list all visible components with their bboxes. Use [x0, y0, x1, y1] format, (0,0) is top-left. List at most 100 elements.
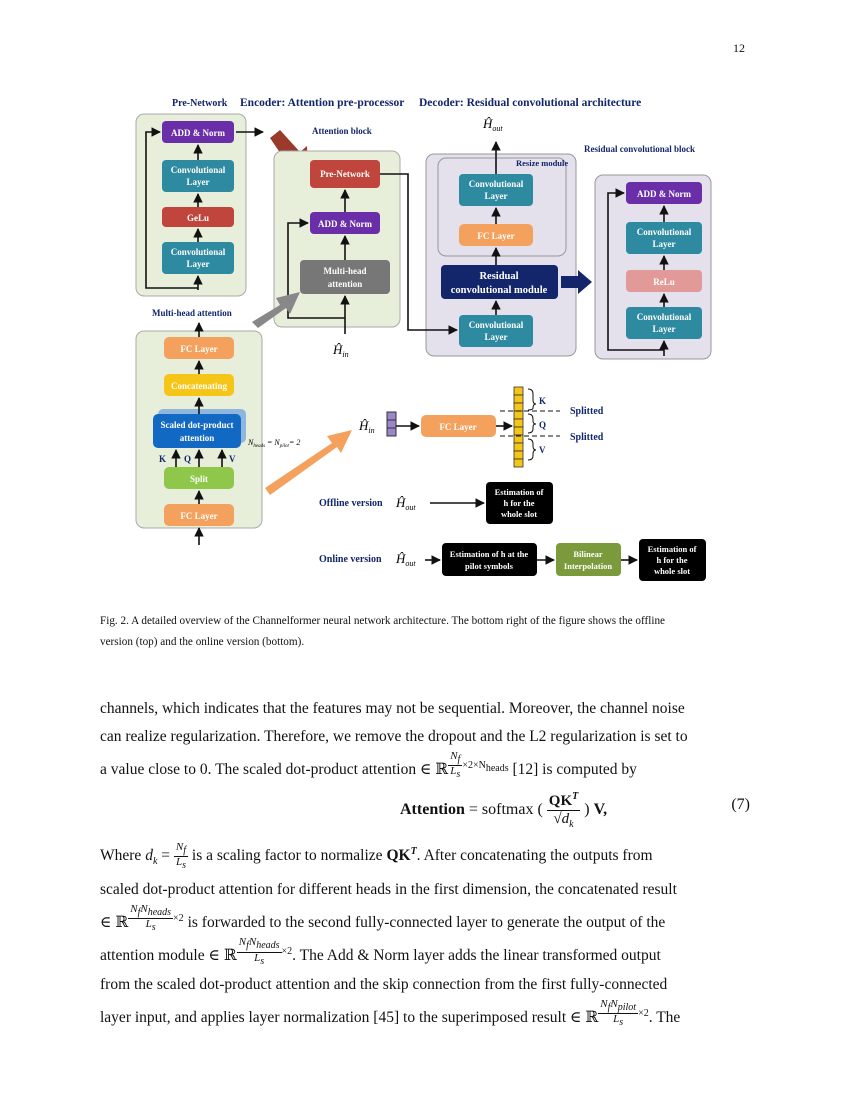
- resize-conv-l2: Layer: [485, 191, 508, 201]
- p1-line-1: channels, which indicates that the featu…: [100, 700, 685, 717]
- online-est-l1: Estimation of: [648, 544, 697, 554]
- att-pre-network-label: Pre-Network: [320, 169, 370, 179]
- att-mha-l2: attention: [328, 279, 363, 289]
- residual-block-panel: ADD & Norm Convolutional Layer ReLu Conv…: [594, 174, 712, 360]
- residual-block-title: Residual convolutional block: [584, 144, 695, 154]
- p2-line-5: from the scaled dot-product attention an…: [100, 975, 668, 993]
- rb-conv-bottom-l2: Layer: [653, 324, 676, 334]
- rb-add-norm-label: ADD & Norm: [637, 189, 691, 199]
- offline-est-l2: h for the: [503, 498, 534, 508]
- resize-fc-box: [459, 224, 533, 246]
- rb-conv-bottom-box: [626, 307, 702, 339]
- pre-network-panel: ADD & Norm Convolutional Layer GeLu Conv…: [135, 113, 247, 297]
- att-mha-box: [300, 260, 390, 294]
- split-v-label: V: [539, 445, 546, 455]
- rb-conv-bottom-l1: Convolutional: [637, 312, 692, 322]
- rb-conv-top-l1: Convolutional: [637, 227, 692, 237]
- page-number: 12: [733, 41, 745, 55]
- mh-q-label: Q: [184, 454, 191, 464]
- resize-panel: Resize module Convolutional Layer FC Lay…: [425, 141, 577, 357]
- att-add-norm-label: ADD & Norm: [318, 219, 372, 229]
- mh-nheads-annotation: Nheads = Npilot= 2: [247, 438, 300, 449]
- att-add-norm-box: [310, 212, 380, 234]
- mh-split-box: [164, 467, 234, 489]
- p2-line-6: layer input, and applies layer normaliza…: [100, 997, 681, 1028]
- mh-sdpa-box: [153, 414, 241, 448]
- resize-conv-box: [459, 174, 533, 206]
- mh-split-label: Split: [190, 474, 208, 484]
- equation-number: (7): [731, 796, 750, 813]
- att-mha-l1: Multi-head: [323, 266, 366, 276]
- pre-conv-bottom-l1: Convolutional: [171, 247, 226, 257]
- residual-module-box: [441, 265, 558, 299]
- p1-line-2: can realize regularization. Therefore, w…: [100, 728, 688, 745]
- residual-module-l2: convolutional module: [451, 285, 548, 296]
- split-k-label: K: [539, 396, 546, 406]
- attention-block-title: Attention block: [312, 126, 372, 136]
- split-h-in: Ĥin: [358, 418, 375, 435]
- figure-caption: Fig. 2. A detailed overview of the Chann…: [100, 611, 750, 653]
- rb-conv-top-l2: Layer: [653, 239, 676, 249]
- pre-conv-top-l1: Convolutional: [171, 165, 226, 175]
- online-pilot-box: [442, 543, 537, 576]
- online-label: Online version: [319, 554, 382, 565]
- split-q-label: Q: [539, 420, 546, 430]
- mh-sdpa-l1: Scaled dot-product: [160, 420, 233, 430]
- orange-arrow-icon: [265, 430, 352, 495]
- equation-7: Attention = softmax ( QKT√dk ) V, (7): [100, 782, 750, 832]
- online-pilot-l2: pilot symbols: [465, 561, 514, 571]
- splitted-2-label: Splitted: [570, 432, 604, 443]
- multihead-title: Multi-head attention: [152, 308, 232, 318]
- online-bilinear-box: [556, 543, 621, 576]
- architecture-figure: Pre-Network Encoder: Attention pre-proce…: [135, 97, 712, 581]
- caption-line-2: version (top) and the online version (bo…: [100, 636, 305, 648]
- split-detail: Ĥin FC Layer K Q V Splitted Splitted: [358, 386, 604, 468]
- att-pre-network-box: [310, 160, 380, 188]
- multihead-panel: FC Layer Concatenating Scaled dot-produc…: [135, 322, 263, 545]
- offline-version: Offline version Ĥout Estimation of h for…: [319, 482, 553, 524]
- mh-fc-top-box: [164, 337, 234, 359]
- mh-concat-label: Concatenating: [171, 381, 227, 391]
- pre-conv-top-l2: Layer: [187, 177, 210, 187]
- residual-module-l1: Residual: [479, 271, 518, 282]
- navy-arrow-icon: [561, 270, 592, 294]
- rb-add-norm-box: [626, 182, 702, 204]
- resize-fc-label: FC Layer: [477, 231, 514, 241]
- mh-sdpa-l2: attention: [180, 433, 215, 443]
- offline-est-l3: whole slot: [501, 509, 537, 519]
- resize-h-out: Ĥout: [482, 116, 503, 133]
- online-est-l3: whole slot: [654, 566, 690, 576]
- attention-block-panel: Pre-Network ADD & Norm Multi-head attent…: [273, 150, 401, 334]
- online-bilinear-l2: Interpolation: [564, 561, 612, 571]
- rb-relu-box: [626, 270, 702, 292]
- residual-conv-box: [459, 315, 533, 347]
- mh-fc-bottom-label: FC Layer: [180, 511, 217, 521]
- offline-h-out: Ĥout: [395, 495, 416, 512]
- header-pre-network: Pre-Network: [172, 98, 228, 109]
- p1-line-3: a value close to 0. The scaled dot-produ…: [100, 750, 637, 781]
- offline-est-l1: Estimation of: [495, 487, 544, 497]
- pre-conv-top-box: [162, 160, 234, 192]
- caption-line-1: Fig. 2. A detailed overview of the Chann…: [100, 615, 666, 627]
- pre-gelu-box: [162, 207, 234, 227]
- mh-concat-box: [164, 374, 234, 396]
- mh-v-label: V: [229, 454, 236, 464]
- p2-line-2: scaled dot-product attention for differe…: [100, 881, 677, 899]
- online-h-out: Ĥout: [395, 551, 416, 568]
- mh-k-label: K: [159, 454, 166, 464]
- rb-relu-label: ReLu: [653, 277, 675, 287]
- header-decoder: Decoder: Residual convolutional architec…: [419, 97, 641, 109]
- splitted-1-label: Splitted: [570, 406, 604, 417]
- pre-conv-bottom-box: [162, 242, 234, 274]
- resize-title: Resize module: [516, 158, 568, 168]
- rb-conv-top-box: [626, 222, 702, 254]
- paragraph-1: channels, which indicates that the featu…: [100, 695, 750, 784]
- split-fc-label: FC Layer: [439, 422, 476, 432]
- pre-conv-bottom-l2: Layer: [187, 259, 210, 269]
- offline-est-box: [486, 482, 553, 524]
- pre-add-norm-label: ADD & Norm: [171, 128, 225, 138]
- mh-fc-top-label: FC Layer: [180, 344, 217, 354]
